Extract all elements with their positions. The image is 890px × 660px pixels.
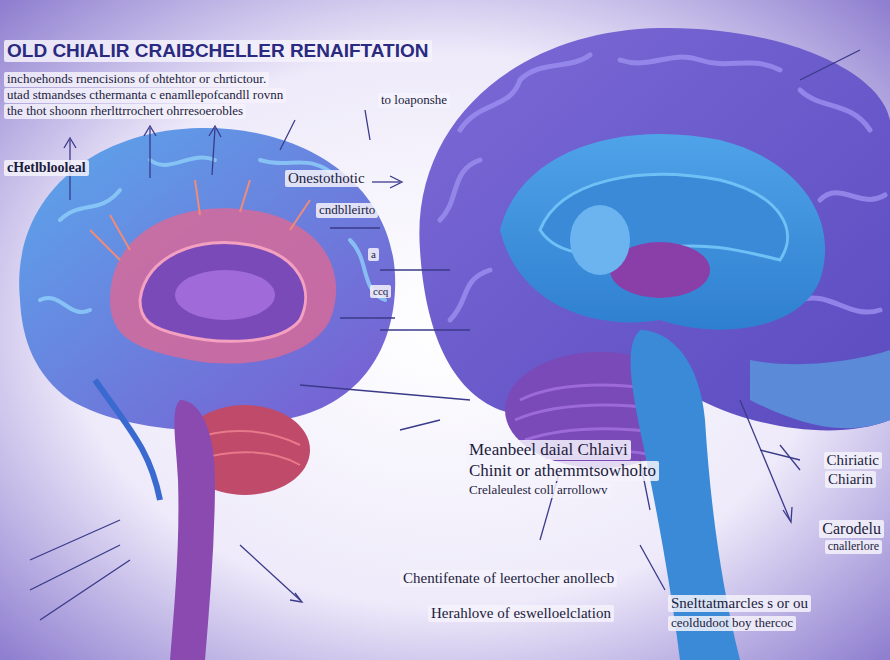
left-brain: [19, 128, 395, 660]
callout-label: a: [368, 248, 379, 261]
callout-label: Carodelu: [819, 520, 884, 538]
diagram-title: OLD CHIALIR CRAIBCHELLER RENAIFTATION: [4, 40, 432, 62]
leader-lines: [30, 50, 860, 620]
callout-label: Chiarin: [825, 471, 876, 488]
callout-label: utad stmandses cthermanta c enamllepofca…: [4, 88, 286, 103]
callout-label: Chinit or athemmtsowholto: [466, 461, 659, 481]
callout-label: to loaponshe: [378, 93, 450, 108]
callout-label: Chentifenate of leertocher anollecb: [400, 570, 617, 587]
callout-label: cnallerlore: [825, 540, 882, 554]
callout-label: Chiriatic: [824, 452, 883, 469]
callout-label: the thot shoonn rherlttrrochert ohrresoe…: [4, 104, 246, 119]
callout-label: Onestothotic: [285, 170, 368, 187]
callout-label: cHetlblooleal: [4, 160, 89, 176]
right-brain: [419, 28, 890, 660]
callout-label: Herahlove of eswelloelclation: [428, 605, 614, 622]
callout-label: Crelaleulest coll arrollowv: [466, 483, 611, 498]
callout-label: Snelttatmarcles s or ou: [668, 595, 811, 612]
callout-label: ccq: [370, 285, 391, 298]
callout-label: Meanbeel daial Chlaivi: [466, 440, 631, 460]
callout-label: cndblleirto: [316, 203, 378, 218]
callout-label: ceoldudoot boy thercoc: [668, 616, 796, 631]
callout-label: inchoehonds rnencisions of ohtehtor or c…: [4, 72, 269, 87]
